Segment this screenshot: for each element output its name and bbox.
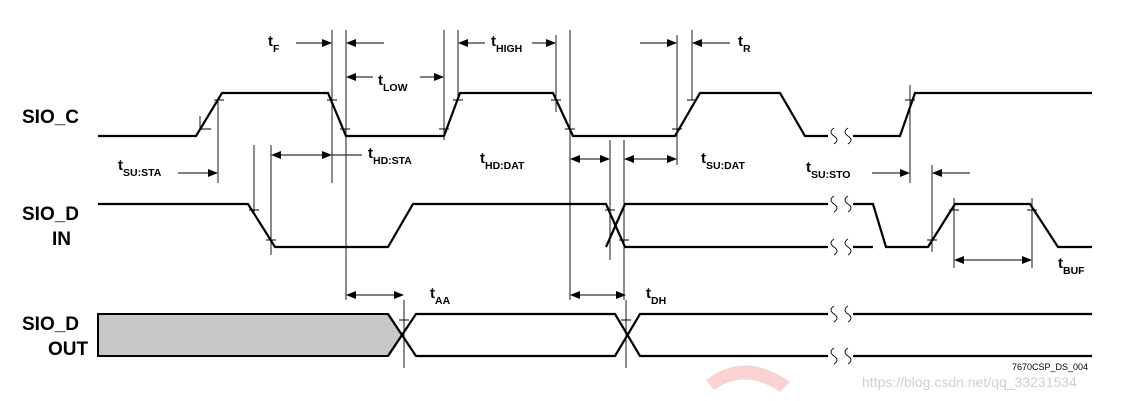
watermark-logo-icon — [706, 365, 790, 392]
signal-label-sio-d-out-line2: OUT — [48, 339, 89, 360]
timing-label-thigh: tHIGH — [491, 33, 522, 55]
signal-label-sio-d-out-line1: SIO_D — [22, 314, 79, 335]
watermark-url: https://blog.csdn.net/qq_33231534 — [862, 374, 1077, 390]
edge-threshold-ticks — [201, 99, 1037, 321]
timing-label-thdsta: tHD:STA — [368, 145, 412, 167]
timing-label-tlow: tLOW — [378, 72, 408, 94]
sio-d-out-undefined-region — [97, 313, 404, 357]
timing-label-taa: tAA — [430, 285, 451, 307]
signal-label-sio-c: SIO_C — [22, 107, 79, 128]
signal-label-sio-d-in-line2: IN — [52, 229, 71, 250]
sio-d-out-waveform — [97, 312, 1092, 358]
timing-label-tf: tF — [268, 33, 280, 55]
signal-label-sio-d-in-line1: SIO_D — [22, 204, 79, 225]
figure-code: 7670CSP_DS_004 — [1012, 362, 1088, 372]
timing-label-tbuf: tBUF — [1058, 255, 1085, 277]
timing-label-tsusto: tSU:STO — [806, 159, 850, 181]
timing-label-tsudat: tSU:DAT — [701, 150, 745, 172]
timing-label-tdh: tDH — [646, 285, 666, 307]
timing-dimension-arrows — [178, 39, 1032, 299]
sio-d-in-waveform — [98, 202, 1092, 249]
sio-c-waveform — [98, 91, 1092, 138]
reference-lines — [199, 30, 1033, 368]
timing-label-tr: tR — [738, 33, 751, 55]
time-break-symbols — [830, 127, 852, 365]
timing-label-thddat: tHD:DAT — [480, 150, 525, 172]
timing-label-tsusta: tSU:STA — [118, 157, 162, 179]
